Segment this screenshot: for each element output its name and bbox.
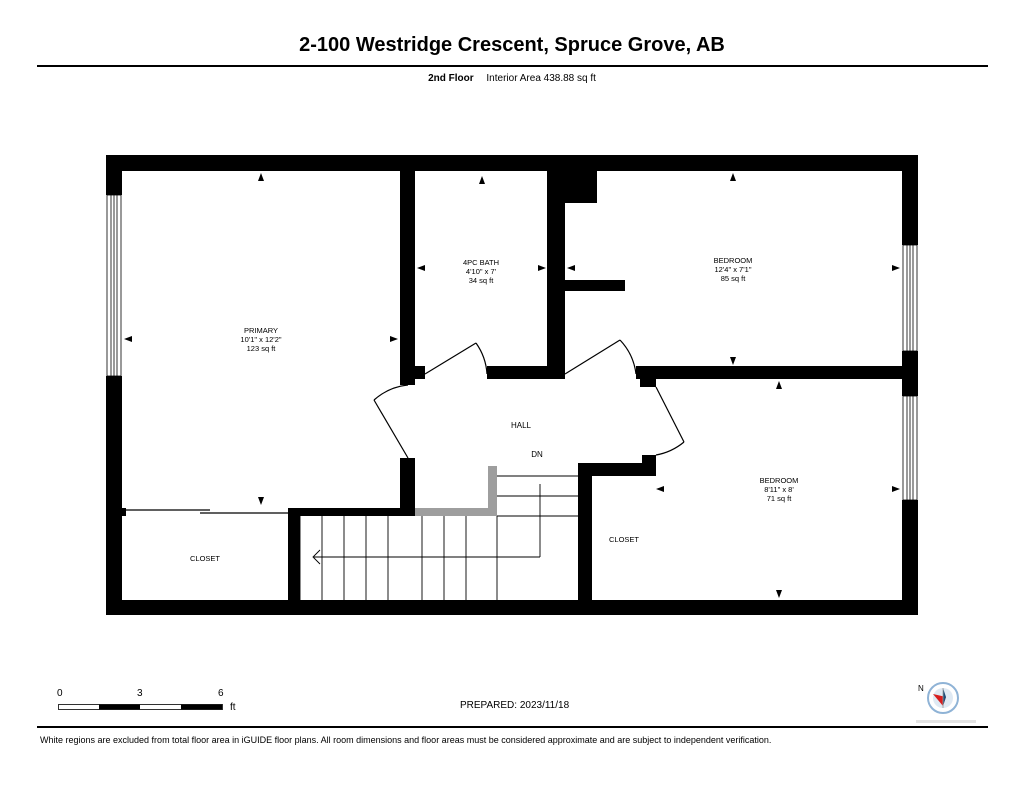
bedroom2-name: BEDROOM (760, 476, 799, 485)
closet-right-name: CLOSET (609, 535, 639, 544)
floor-subheading: 2nd Floor Interior Area 438.88 sq ft (0, 73, 1024, 84)
interior-area: Interior Area 438.88 sq ft (486, 73, 596, 84)
closet-sliding-door (126, 509, 288, 514)
floor-name: 2nd Floor (428, 73, 474, 84)
stairs-dn-label: DN (531, 450, 543, 459)
interior-walls (120, 155, 918, 615)
top-divider (37, 65, 988, 67)
disclaimer: White regions are excluded from total fl… (40, 735, 772, 745)
scale-tick-3: 3 (137, 688, 143, 699)
primary-dims: 10'1" x 12'2" (240, 335, 281, 344)
stair-landing (415, 466, 497, 516)
compass-north-letter: N (918, 684, 924, 693)
bedroom1-name: BEDROOM (714, 256, 753, 265)
dimension-arrows (124, 173, 900, 598)
bedroom1-area: 85 sq ft (721, 274, 747, 283)
scale-tick-0: 0 (57, 688, 63, 699)
compass: N (908, 680, 978, 730)
closet-left-name: CLOSET (190, 554, 220, 563)
bedroom2-area: 71 sq ft (767, 494, 793, 503)
scale-tick-6: 6 (218, 688, 224, 699)
windows (106, 194, 918, 501)
plan-title: 2-100 Westridge Crescent, Spruce Grove, … (299, 34, 725, 56)
bath-name: 4PC BATH (463, 258, 499, 267)
hall-name: HALL (511, 421, 532, 430)
bath-dims: 4'10" x 7' (466, 267, 497, 276)
scale-unit: ft (230, 702, 236, 713)
bottom-divider (37, 726, 988, 728)
compass-icon (908, 682, 978, 723)
primary-area: 123 sq ft (247, 344, 277, 353)
door-swings (373, 339, 685, 459)
outer-walls (106, 155, 918, 615)
scale-bar: 0 3 6 ft (52, 688, 252, 718)
primary-name: PRIMARY (244, 326, 278, 335)
bath-area: 34 sq ft (469, 276, 495, 285)
bedroom2-dims: 8'11" x 8' (764, 485, 794, 494)
prepared-date: PREPARED: 2023/11/18 (460, 700, 570, 711)
stairs (299, 475, 578, 600)
bedroom1-dims: 12'4" x 7'1" (715, 265, 752, 274)
room-labels: PRIMARY 10'1" x 12'2" 123 sq ft 4PC BATH… (190, 256, 798, 563)
scale-bar-graphic (58, 704, 223, 710)
